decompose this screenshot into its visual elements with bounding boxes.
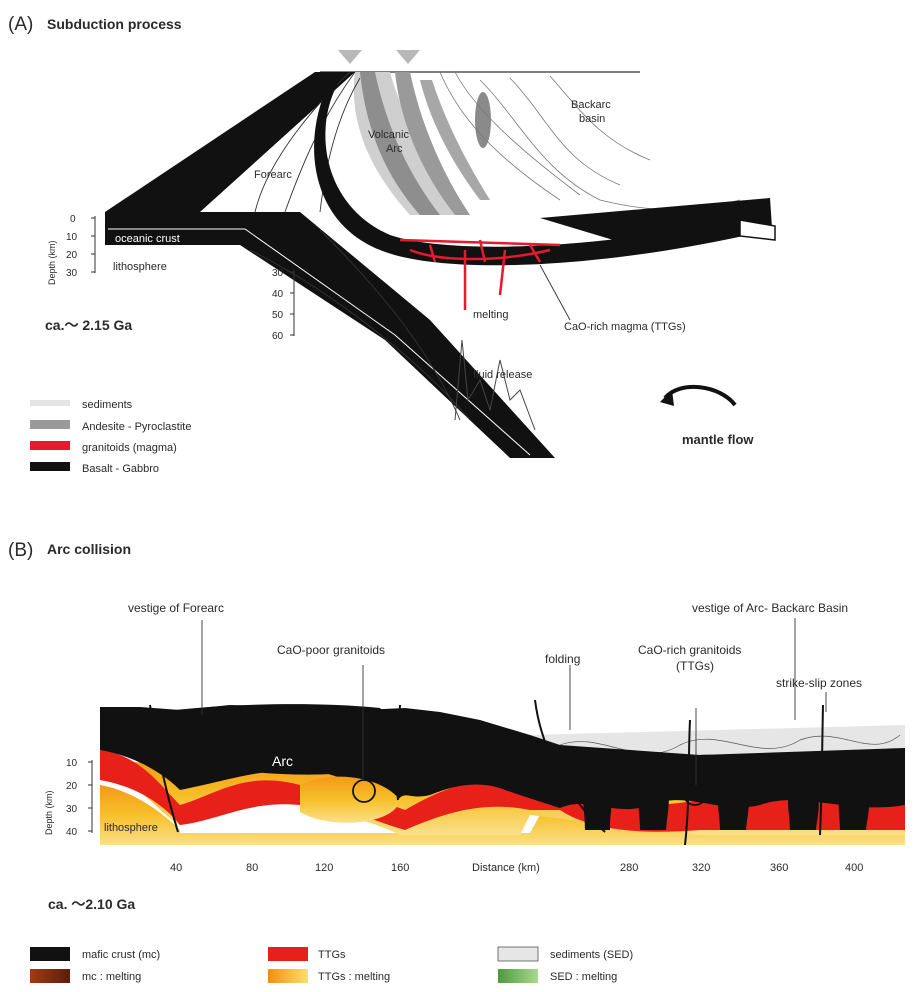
label-lithosphere-b: lithosphere [104, 822, 158, 834]
legend-b-label-sed-melting: SED : melting [550, 971, 617, 983]
distance-tick-40: 40 [170, 862, 182, 874]
label-cao-rich-granitoids: CaO-rich granitoids [638, 643, 741, 657]
label-basin: basin [579, 113, 605, 125]
panel-a: (A) Subduction process [8, 14, 775, 475]
panel-b: (B) Arc collision [8, 540, 905, 983]
distance-tick-400: 400 [845, 862, 863, 874]
legend-b-label-mc-melting: mc : melting [82, 971, 141, 983]
depth-a-tick-20: 20 [66, 250, 78, 261]
depth-axis-a2: 30 40 50 60 [272, 268, 294, 342]
legend-a-label-andesite: Andesite - Pyroclastite [82, 421, 191, 433]
legend-b-swatch-ttgs [268, 947, 308, 961]
depth-b-label: Depth (km) [44, 790, 54, 835]
label-backarc: Backarc [571, 99, 611, 111]
legend-a: sediments Andesite - Pyroclastite granit… [30, 399, 191, 475]
depth-b-tick-10: 10 [66, 758, 78, 769]
legend-a-swatch-granitoids [30, 441, 70, 450]
distance-tick-360: 360 [770, 862, 788, 874]
distance-axis-b: 40 80 120 160 Distance (km) 280 320 360 … [170, 862, 863, 874]
label-fluid-release: fluid release [473, 369, 532, 381]
label-oceanic-crust: oceanic crust [115, 233, 180, 245]
panel-a-letter: (A) [8, 14, 33, 35]
volcano-vent-2 [396, 50, 420, 64]
legend-b-label-mafic: mafic crust (mc) [82, 949, 160, 961]
label-forearc: Forearc [254, 169, 292, 181]
label-lithosphere-a: lithosphere [113, 261, 167, 273]
label-folding: folding [545, 652, 580, 666]
volcano-vent-1 [338, 50, 362, 64]
depth-b-tick-20: 20 [66, 781, 78, 792]
depth-a2-tick-30: 30 [272, 268, 284, 279]
backarc-contours [480, 76, 740, 209]
legend-a-label-granitoids: granitoids (magma) [82, 442, 177, 454]
panel-b-letter: (B) [8, 540, 33, 561]
label-cao-rich-magma: CaO-rich magma (TTGs) [564, 321, 686, 333]
distance-tick-160: 160 [391, 862, 409, 874]
depth-axis-b: 10 20 30 40 Depth (km) [44, 758, 92, 838]
legend-b-swatch-ttgs-melting [268, 969, 308, 983]
distance-tick-280: 280 [620, 862, 638, 874]
depth-a2-tick-60: 60 [272, 331, 284, 342]
depth-a-tick-30: 30 [66, 268, 78, 279]
legend-b-swatch-mc-melting [30, 969, 70, 983]
legend-b-label-ttgs-melting: TTGs : melting [318, 971, 390, 983]
depth-b-tick-30: 30 [66, 804, 78, 815]
label-strike-slip: strike-slip zones [776, 676, 862, 690]
depth-a2-tick-50: 50 [272, 310, 284, 321]
label-volcanic: Volcanic [368, 129, 409, 141]
label-arc-b: Arc [272, 753, 293, 769]
legend-b-swatch-sediments [498, 947, 538, 961]
legend-b-swatch-sed-melting [498, 969, 538, 983]
legend-b-label-sediments: sediments (SED) [550, 949, 633, 961]
legend-b-swatch-mafic [30, 947, 70, 961]
depth-a-tick-0: 0 [70, 214, 76, 225]
label-mantle-flow: mantle flow [682, 432, 754, 447]
panel-a-title: Subduction process [47, 16, 182, 32]
distance-axis-label: Distance (km) [472, 862, 540, 874]
age-b: ca. ～2.10 Ga [48, 896, 135, 912]
label-melting: melting [473, 309, 508, 321]
panel-b-title: Arc collision [47, 541, 131, 557]
distance-tick-120: 120 [315, 862, 333, 874]
label-vestige-forearc: vestige of Forearc [128, 601, 224, 615]
legend-b-label-ttgs: TTGs [318, 949, 346, 961]
legend-a-swatch-andesite [30, 420, 70, 429]
distance-tick-80: 80 [246, 862, 258, 874]
mantle-flow-arrow [665, 387, 735, 405]
distance-tick-320: 320 [692, 862, 710, 874]
age-a: ca.～ 2.15 Ga [45, 317, 132, 333]
legend-b: mafic crust (mc) mc : melting TTGs TTGs … [30, 947, 633, 983]
legend-a-label-sediments: sediments [82, 399, 133, 411]
legend-a-swatch-sediments [30, 400, 70, 406]
depth-b-tick-40: 40 [66, 827, 78, 838]
label-arc: Arc [386, 143, 403, 155]
depth-a-tick-10: 10 [66, 232, 78, 243]
legend-a-swatch-basalt [30, 462, 70, 471]
depth-a2-tick-40: 40 [272, 289, 284, 300]
legend-a-label-basalt: Basalt - Gabbro [82, 463, 159, 475]
label-ttgs: (TTGs) [676, 659, 714, 673]
label-cao-poor: CaO-poor granitoids [277, 643, 385, 657]
depth-axis-a: 0 10 20 30 Depth (km) [47, 214, 95, 285]
label-vestige-backarc: vestige of Arc- Backarc Basin [692, 601, 848, 615]
depth-a-label: Depth (km) [47, 240, 57, 285]
